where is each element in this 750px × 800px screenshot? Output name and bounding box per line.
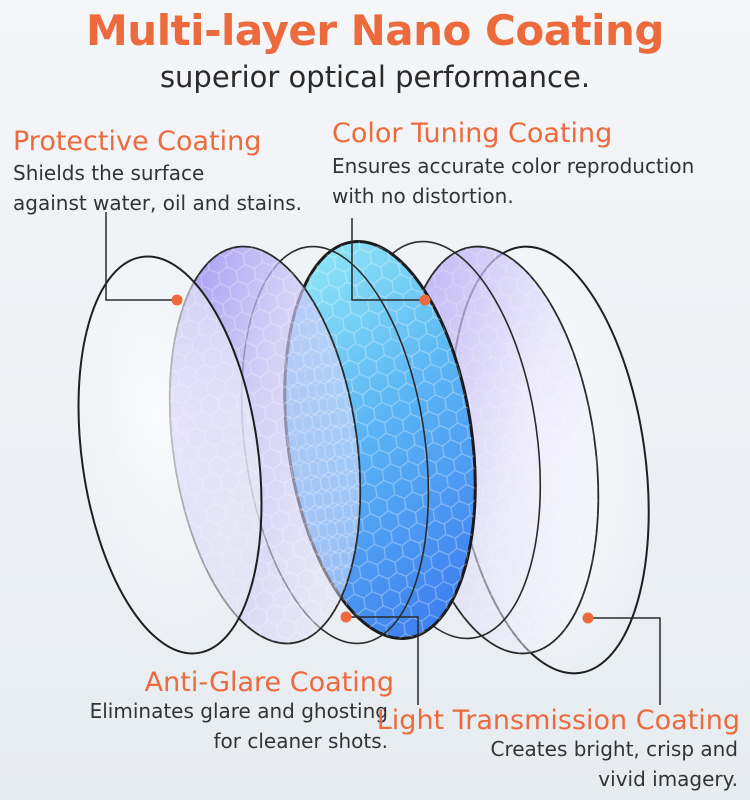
marker-anti-glare xyxy=(340,611,352,623)
anti-glare-coating-line1: Eliminates glare and ghosting xyxy=(89,699,388,723)
marker-protective xyxy=(171,294,183,306)
leader-color-tuning xyxy=(351,218,424,301)
marker-color-tuning xyxy=(419,294,431,306)
anti-glare-coating-line2: for cleaner shots. xyxy=(213,729,388,753)
page-subtitle: superior optical performance. xyxy=(159,60,591,94)
light-transmission-coating-line2: vivid imagery. xyxy=(598,767,738,791)
protective-coating-desc: Shields the surface against water, oil a… xyxy=(13,158,302,218)
anti-glare-coating-title: Anti-Glare Coating xyxy=(144,667,394,698)
anti-glare-coating-desc: Eliminates glare and ghosting for cleane… xyxy=(90,696,388,756)
leader-protective xyxy=(105,212,176,301)
marker-light-transmission xyxy=(582,612,594,624)
lens-protective xyxy=(77,255,263,655)
light-transmission-coating-title: Light Transmission Coating xyxy=(376,705,740,736)
leader-light-transmission xyxy=(588,617,661,705)
color-tuning-coating-line1: Ensures accurate color reproduction xyxy=(332,154,695,178)
color-tuning-coating-line2: with no distortion. xyxy=(332,184,514,208)
light-transmission-coating-line1: Creates bright, crisp and xyxy=(490,737,738,761)
page-title: Multi-layer Nano Coating xyxy=(86,6,664,55)
protective-coating-title: Protective Coating xyxy=(13,126,262,157)
color-tuning-coating-title: Color Tuning Coating xyxy=(332,118,613,149)
light-transmission-coating-desc: Creates bright, crisp and vivid imagery. xyxy=(490,734,738,794)
protective-coating-line2: against water, oil and stains. xyxy=(13,191,302,215)
color-tuning-coating-desc: Ensures accurate color reproduction with… xyxy=(332,151,694,211)
leader-anti-glare xyxy=(346,616,419,705)
protective-coating-line1: Shields the surface xyxy=(13,161,205,185)
